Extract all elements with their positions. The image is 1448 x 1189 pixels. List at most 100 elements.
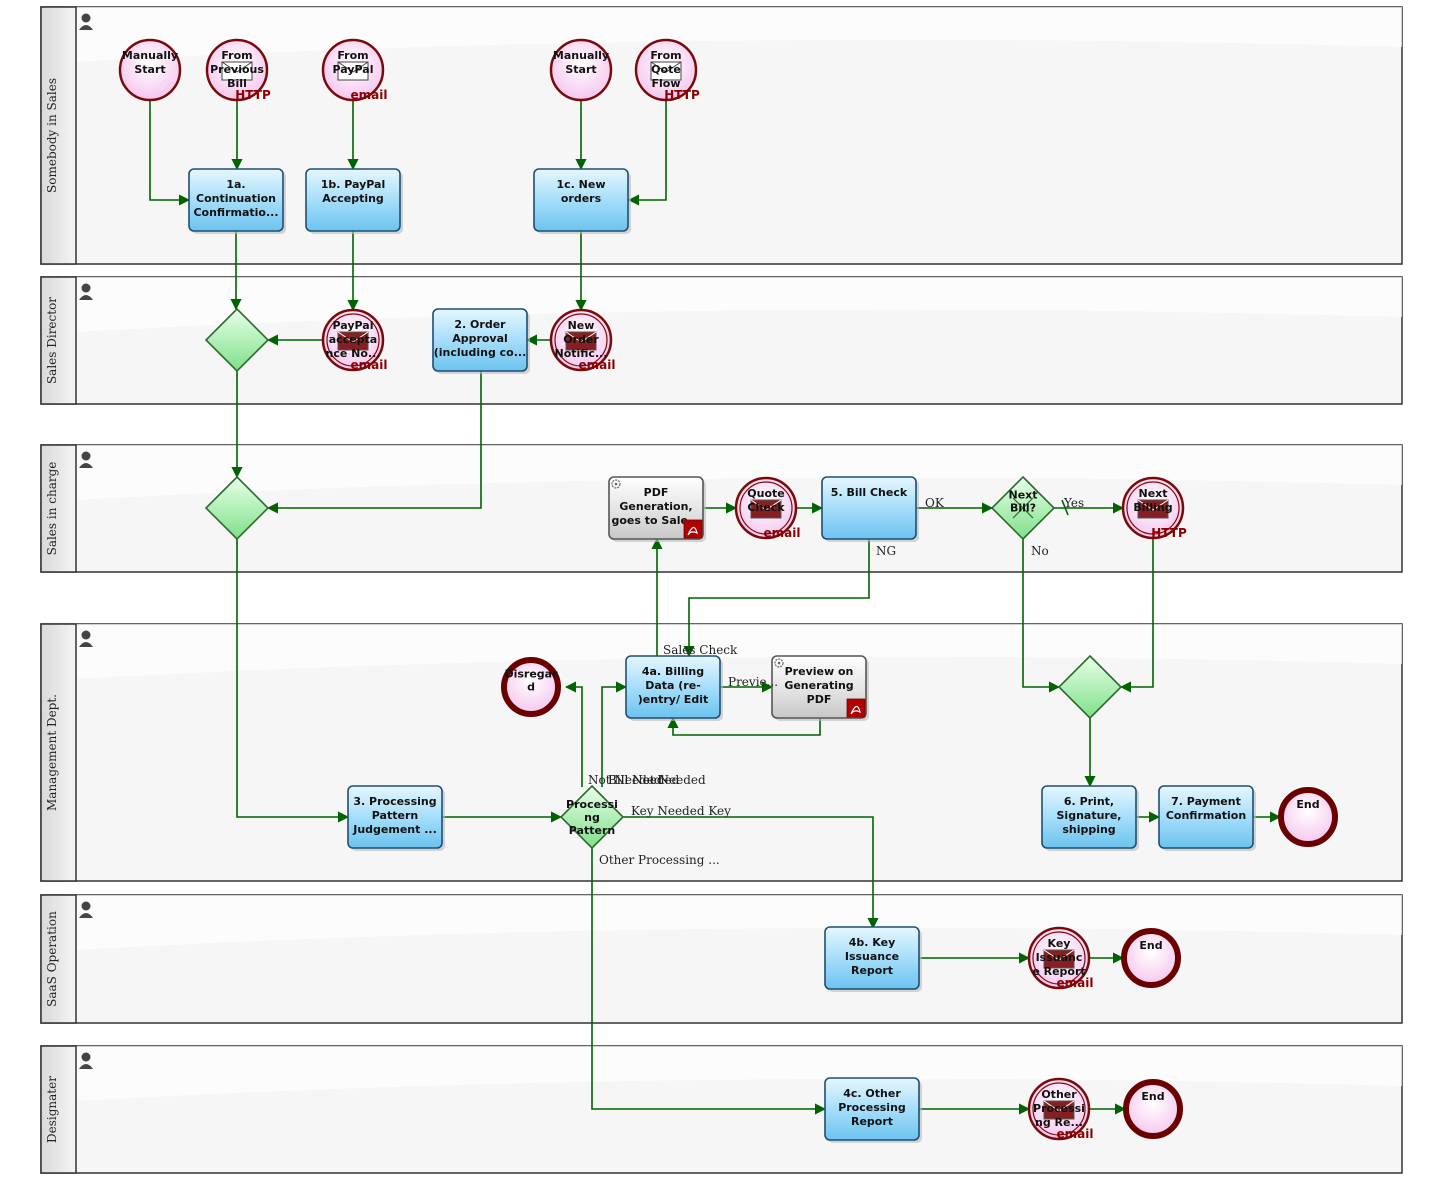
- lane-saas: SaaS Operation: [40, 894, 1403, 1024]
- task-box[interactable]: [1158, 785, 1254, 849]
- end-event-circle[interactable]: [1278, 787, 1338, 847]
- node-task3[interactable]: 3. ProcessingPatternJudgement ...: [347, 785, 445, 851]
- node-label-line: Generation,: [619, 500, 692, 513]
- sequence-flow-arrow: [591, 848, 827, 1115]
- node-gw3[interactable]: [1057, 654, 1123, 720]
- node-end2[interactable]: End: [1121, 928, 1181, 988]
- node-label-line: 6. Print,: [1064, 795, 1114, 808]
- sequence-flow-arrow: [236, 539, 350, 823]
- lane-label: Sales Director: [45, 297, 59, 384]
- lane-label: Somebody in Sales: [45, 78, 59, 193]
- task-box[interactable]: [1041, 785, 1137, 849]
- end-event-circle[interactable]: [1123, 1079, 1183, 1139]
- node-label-line: Bill: [227, 77, 247, 90]
- node-label-line: 1a.: [226, 178, 245, 191]
- person-icon: [79, 451, 93, 468]
- node-end3[interactable]: End: [1123, 1079, 1183, 1139]
- node-label-line: Notific...: [554, 347, 607, 360]
- envelope-icon: [1043, 1100, 1075, 1120]
- start-event-circle[interactable]: [118, 38, 182, 102]
- person-icon: [79, 1052, 93, 1069]
- node-label-line: 3. Processing: [353, 795, 436, 808]
- task-box[interactable]: [824, 926, 920, 990]
- node-label-line: Bill?: [1010, 502, 1036, 515]
- node-label-line: 1c. New: [556, 178, 605, 191]
- pdf-icon: [846, 698, 866, 718]
- task-box[interactable]: [432, 308, 528, 372]
- task-box[interactable]: [188, 168, 284, 232]
- gateway-diamond[interactable]: [204, 475, 270, 541]
- task-box[interactable]: [824, 1077, 920, 1141]
- node-task1a[interactable]: 1a.ContinuationConfirmatio...: [188, 168, 286, 234]
- lane-sheen: [76, 624, 1402, 679]
- node-label-line: From: [337, 49, 368, 62]
- node-label-line: From: [650, 49, 681, 62]
- node-gw2[interactable]: [204, 475, 270, 541]
- person-icon: [79, 13, 93, 30]
- node-label-line: PDF: [644, 486, 669, 499]
- gateway-diamond[interactable]: [204, 307, 270, 373]
- person-icon: [79, 630, 93, 647]
- task-box[interactable]: [347, 785, 443, 849]
- lane-header: [40, 6, 77, 265]
- node-label-line: End: [1139, 939, 1162, 952]
- node-label-line: Manually: [122, 49, 178, 62]
- gateway-diamond[interactable]: [1057, 654, 1123, 720]
- lane-sheen: [76, 1046, 1402, 1101]
- node-task5[interactable]: 5. Bill Check: [821, 476, 919, 542]
- node-label-line: accepta: [329, 333, 377, 346]
- service-task-box[interactable]: [608, 476, 704, 540]
- event-inner-ring: [1032, 931, 1086, 985]
- event-trigger-badge: HTTP: [1151, 526, 1187, 540]
- node-label-line: Order: [563, 333, 599, 346]
- service-task-box[interactable]: [771, 655, 867, 719]
- end-event-circle[interactable]: [1121, 928, 1181, 988]
- node-label-line: Judgement ...: [352, 823, 437, 836]
- task-box[interactable]: [305, 168, 401, 232]
- node-label-line: Billing: [1133, 501, 1172, 514]
- node-label-line: 4b. Key: [849, 936, 896, 949]
- lane-label: Management Dept.: [45, 694, 59, 811]
- event-trigger-badge: email: [764, 526, 801, 540]
- sequence-flow-arrow: [601, 681, 628, 787]
- envelope-icon: [337, 331, 369, 351]
- node-end1[interactable]: End: [1278, 787, 1338, 847]
- node-label-line: Generating: [784, 679, 853, 692]
- event-inner-ring: [1032, 1082, 1086, 1136]
- task-box[interactable]: [821, 476, 917, 540]
- end-event-circle[interactable]: [501, 657, 561, 717]
- task-box[interactable]: [533, 168, 629, 232]
- envelope-icon: [221, 61, 253, 81]
- task-box[interactable]: [625, 655, 721, 719]
- node-gw1[interactable]: [204, 307, 270, 373]
- gateway-diamond[interactable]: [559, 784, 625, 850]
- node-label-line: Confirmation: [1166, 809, 1246, 822]
- exclusive-x-icon: [1012, 497, 1034, 519]
- start-event-circle[interactable]: [549, 38, 613, 102]
- node-task6[interactable]: 6. Print,Signature,shipping: [1041, 785, 1139, 851]
- node-label-line: PayPal: [333, 319, 374, 332]
